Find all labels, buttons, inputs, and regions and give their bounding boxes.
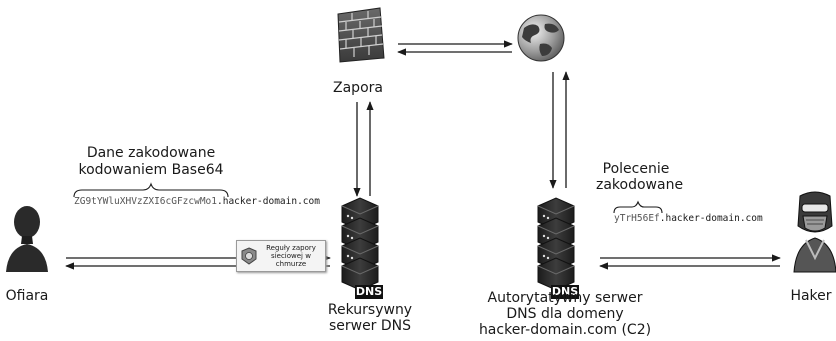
data-annotation-title-line2: kodowaniem Base64 — [78, 162, 224, 178]
authoritative-dns-label-line3: hacker-domain.com (C2) — [478, 322, 652, 338]
authoritative-dns-badge: DNS — [551, 285, 579, 299]
hacker-label: Haker — [790, 288, 832, 304]
command-dns-query: yTrH56Ef.hacker-domain.com — [614, 213, 763, 224]
recursive-dns-badge: DNS — [355, 285, 383, 299]
recursive-dns-label-line1: Rekursywny — [327, 302, 413, 318]
authoritative-dns-server-icon — [537, 197, 575, 291]
command-domain-suffix: .hacker-domain.com — [659, 213, 763, 224]
firewall-label: Zapora — [333, 80, 383, 96]
recursive-dns-server-icon — [341, 197, 379, 291]
command-encoded-string: yTrH56Ef — [614, 213, 660, 224]
authoritative-dns-label-line1: Autorytatywny serwer — [487, 290, 643, 306]
authoritative-dns-label-line2: DNS dla domeny — [506, 306, 624, 322]
data-annotation-title-line1: Dane zakodowane — [86, 145, 216, 161]
hacker-person-icon — [793, 191, 836, 273]
cloud-firewall-rules-note: Reguły zapory sieciowej w chmurze — [236, 240, 326, 272]
data-dns-query: ZG9tYWluXHVzZXI6cGFzcwMo1.hacker-domain.… — [74, 196, 320, 207]
firewall-icon — [337, 7, 385, 63]
data-domain-suffix: .hacker-domain.com — [217, 196, 320, 207]
victim-person-icon — [6, 206, 48, 272]
data-encoded-string: ZG9tYWluXHVzZXI6cGFzcwMo1 — [74, 196, 217, 207]
data-brace — [73, 182, 229, 198]
command-annotation-title-line1: Polecenie — [602, 161, 670, 177]
command-annotation-title-line2: zakodowane — [596, 177, 684, 193]
cloud-firewall-icon — [241, 247, 257, 265]
command-brace — [613, 200, 663, 214]
globe-icon — [517, 14, 565, 62]
recursive-dns-label-line2: serwer DNS — [328, 318, 412, 334]
victim-label: Ofiara — [5, 288, 49, 304]
cloud-firewall-rules-text: Reguły zapory sieciowej w chmurze — [266, 244, 316, 268]
